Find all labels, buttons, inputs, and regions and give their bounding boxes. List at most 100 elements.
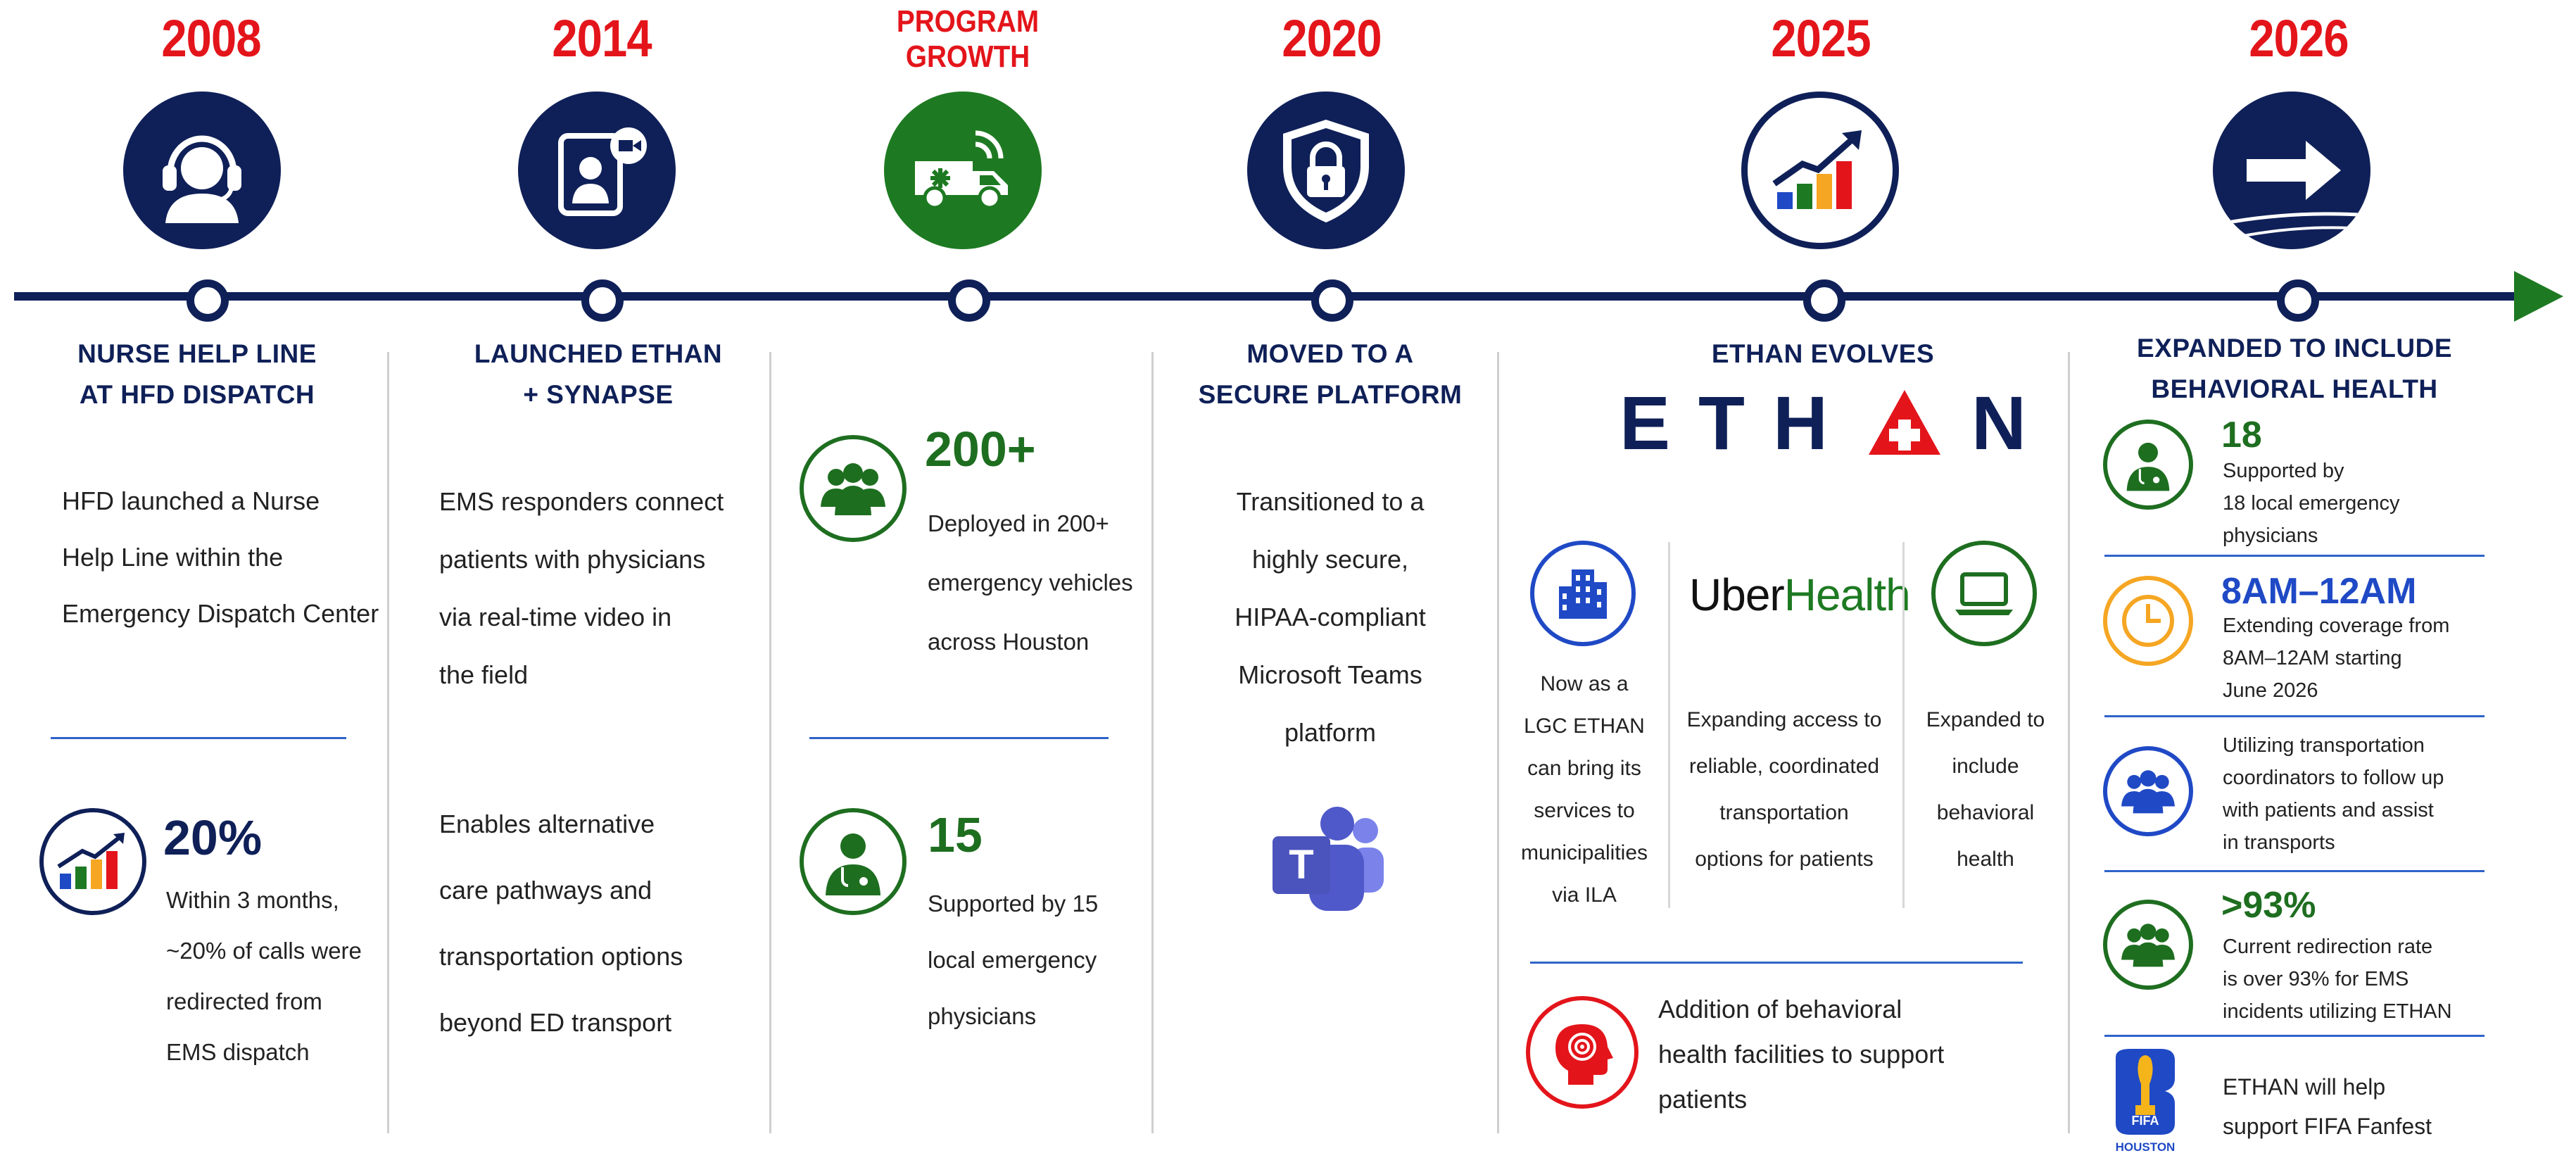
item-line: 18 local emergency (2223, 492, 2400, 515)
body-line: Transitioned to a (1236, 487, 1425, 516)
heading-line: MOVED TO A (1246, 339, 1414, 368)
timeline-dot-2008 (187, 279, 229, 322)
divider-line (2104, 555, 2485, 557)
ambulance-icon (884, 92, 1042, 249)
body-line: beyond ED transport (439, 1008, 672, 1037)
item-line: 8AM–12AM starting (2223, 647, 2402, 669)
rising-chart-icon (1741, 92, 1899, 249)
text-line: via ILA (1552, 883, 1617, 907)
heading-line: AT HFD DISPATCH (79, 380, 315, 409)
body-line: the field (439, 660, 529, 689)
item-line: June 2026 (2223, 679, 2318, 702)
body-2014: EMS responders connect patients with phy… (439, 473, 724, 704)
item-text: Utilizing transportation coordinators to… (2223, 729, 2444, 859)
stat-line: ~20% of calls were (166, 938, 362, 964)
stat-value: 20% (163, 810, 263, 865)
road-arrow-icon (2213, 92, 2370, 249)
item-text: ETHAN will help support FIFA Fanfest (2223, 1067, 2432, 1146)
laptop-icon (1931, 541, 2037, 646)
heading-2014: LAUNCHED ETHAN + SYNAPSE (436, 334, 760, 415)
heading-2008: NURSE HELP LINE AT HFD DISPATCH (42, 334, 352, 415)
body-line: platform (1284, 718, 1377, 747)
stat-line: Deployed in 200+ (928, 510, 1109, 536)
building-icon (1530, 541, 1636, 646)
divider-line (2104, 1035, 2485, 1037)
body-line: Microsoft Teams (1238, 660, 1422, 689)
stat-line: emergency vehicles (928, 569, 1133, 596)
houston-logo-text: HOUSTON (2115, 1140, 2176, 1154)
text-line: Expanded to (1926, 708, 2045, 731)
heading-line: + SYNAPSE (523, 380, 674, 409)
item-value: >93% (2221, 885, 2316, 926)
item-text: Supported by 18 local emergency physicia… (2223, 455, 2399, 552)
col3-2025: Expanded to include behavioral health (1905, 697, 2066, 883)
heading-line: EXPANDED TO INCLUDE (2136, 334, 2453, 363)
ethan-logo-text: ETH (1620, 379, 1856, 465)
heading-2026: EXPANDED TO INCLUDE BEHAVIORAL HEALTH (2083, 328, 2506, 410)
shield-lock-icon (1247, 92, 1405, 249)
stat-text: Within 3 months, ~20% of calls were redi… (166, 875, 362, 1078)
health-logo-text: Health (1783, 569, 1911, 620)
timeline-dot-growth (948, 279, 990, 322)
item-line: Extending coverage from (2223, 615, 2450, 637)
divider-line (2104, 715, 2485, 717)
col2-2025: Expanding access to reliable, coordinate… (1675, 697, 1893, 883)
body-line: HFD launched a Nurse (62, 486, 320, 515)
uber-logo-text: Uber (1689, 569, 1785, 620)
divider-line (809, 737, 1109, 739)
item-line: ETHAN will help (2223, 1074, 2386, 1100)
item-line: Supported by (2223, 460, 2344, 482)
body-line: Addition of behavioral (1658, 995, 1902, 1024)
text-line: LGC ETHAN (1524, 714, 1645, 738)
text-line: options for patients (1695, 848, 1874, 871)
body2-2014: Enables alternative care pathways and tr… (439, 791, 683, 1056)
stat-line: Within 3 months, (166, 887, 339, 913)
fifa-logo-text: FIFA (2131, 1114, 2159, 1128)
stat-value: 15 (928, 807, 983, 862)
stat-line: across Houston (928, 629, 1090, 655)
item-line: support FIFA Fanfest (2223, 1114, 2432, 1139)
microsoft-teams-icon: T (1267, 802, 1387, 915)
column-divider (387, 352, 389, 1133)
text-line: municipalities (1520, 841, 1648, 864)
stat-line: redirected from (166, 988, 322, 1014)
timeline-arrowhead (2514, 271, 2563, 322)
body-2008: HFD launched a Nurse Help Line within th… (62, 473, 379, 642)
item-text: Current redirection rate is over 93% for… (2223, 931, 2452, 1028)
year-2025: 2025 (1771, 9, 1871, 68)
divider-line (1530, 962, 2023, 964)
column-divider (1151, 352, 1154, 1133)
growth-chart-icon (39, 808, 146, 915)
item-line: Current redirection rate (2223, 936, 2433, 958)
text-line: health (1957, 848, 2014, 871)
heading-2020: MOVED TO A SECURE PLATFORM (1168, 334, 1492, 415)
body-line: Emergency Dispatch Center (62, 599, 379, 628)
stat-text: Supported by 15 local emergency physicia… (928, 876, 1098, 1045)
body-line: highly secure, (1251, 545, 1409, 574)
text-line: Expanding access to (1686, 708, 1882, 731)
heading-line: SECURE PLATFORM (1198, 380, 1463, 409)
body-line: via real-time video in (439, 603, 672, 631)
item-line: is over 93% for EMS (2223, 968, 2409, 990)
column-divider (1668, 542, 1670, 908)
column-divider (1497, 352, 1499, 1133)
group-icon (2103, 900, 2193, 990)
group-icon (800, 435, 907, 542)
column-divider (1902, 542, 1905, 908)
ethan-logo-text: N (1971, 379, 2026, 465)
teams-letter: T (1289, 842, 1314, 888)
year-2020: 2020 (1282, 9, 1382, 68)
text-line: Now as a (1540, 672, 1629, 695)
clock-icon (2103, 576, 2193, 666)
stat-line: Supported by 15 (928, 890, 1099, 917)
timeline-dot-2025 (1803, 279, 1845, 322)
tablet-video-icon (518, 92, 676, 249)
program-growth-label: PROGRAM GROWTH (878, 4, 1057, 75)
heading-2025: ETHAN EVOLVES (1711, 339, 1935, 368)
column-divider (2068, 352, 2070, 1133)
fifa-houston-logo: FIFA HOUSTON (2109, 1046, 2182, 1161)
text-line: include (1952, 755, 2019, 778)
stat-value: 200+ (925, 422, 1036, 477)
brain-head-icon (1526, 996, 1639, 1109)
item-line: Utilizing transportation (2223, 734, 2425, 757)
